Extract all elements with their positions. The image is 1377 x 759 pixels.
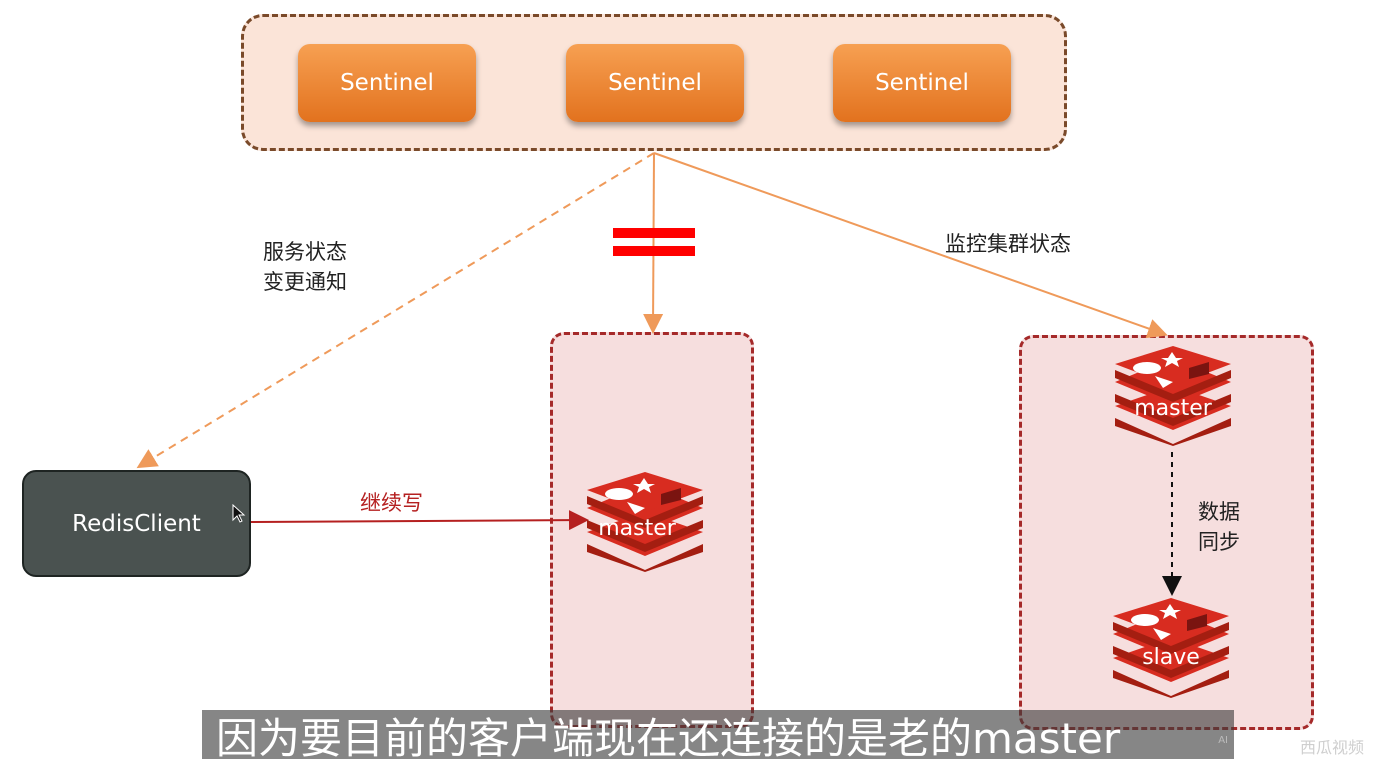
redis-logo-icon [1113, 598, 1229, 698]
new-master-label: master [1134, 396, 1212, 421]
notify-arrow [136, 152, 655, 469]
sentinel-node-1[interactable]: Sentinel [298, 44, 476, 122]
sync-label-line2: 同步 [1198, 530, 1240, 554]
sentinel-label: Sentinel [875, 70, 969, 96]
monitor-arrow [653, 152, 1168, 339]
video-subtitle: 因为要目前的客户端现在还连接的是老的master AI [202, 710, 1234, 759]
subtitle-text: 因为要目前的客户端现在还连接的是老的master [216, 714, 1121, 759]
watermark-logo: 西瓜视频 [1300, 738, 1365, 757]
sentinel-node-2[interactable]: Sentinel [566, 44, 744, 122]
sentinel-label: Sentinel [340, 70, 434, 96]
notify-label-line2: 变更通知 [263, 270, 347, 294]
write-label: 继续写 [360, 491, 423, 515]
write-arrow [250, 510, 589, 531]
old-master-label: master [598, 516, 676, 541]
mouse-cursor-icon [232, 504, 246, 523]
monitor-label: 监控集群状态 [945, 232, 1071, 256]
blocked-bar-top [613, 228, 695, 238]
blocked-bar-bottom [613, 246, 695, 256]
sentinel-node-3[interactable]: Sentinel [833, 44, 1011, 122]
notify-label: 服务状态 变更通知 [263, 237, 347, 297]
sync-label: 数据 同步 [1198, 497, 1240, 557]
sync-label-line1: 数据 [1198, 500, 1240, 524]
redis-client-label: RedisClient [72, 510, 201, 537]
redis-logo-icon [587, 472, 703, 572]
redis-client-box[interactable]: RedisClient [22, 470, 251, 577]
redis-logo-icon [1115, 346, 1231, 446]
notify-label-line1: 服务状态 [263, 240, 347, 264]
sentinel-to-old-master-arrow [643, 152, 664, 334]
ai-badge: AI [1218, 735, 1228, 746]
slave-label: slave [1142, 645, 1200, 670]
sentinel-label: Sentinel [608, 70, 702, 96]
